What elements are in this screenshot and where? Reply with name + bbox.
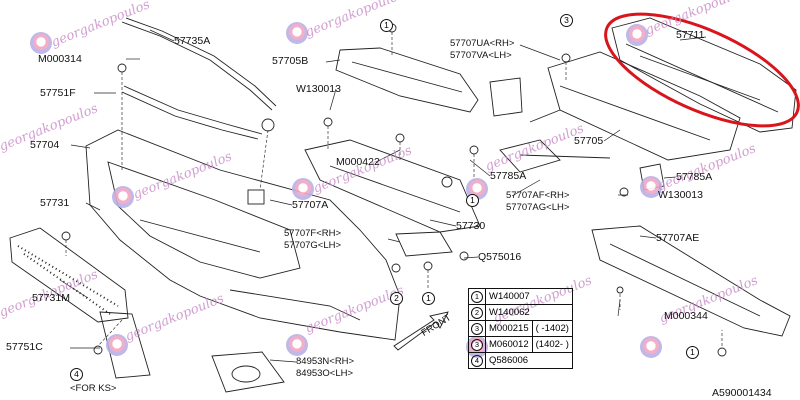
label-84953n: 84953N<RH> [296,356,355,367]
callout-4: 4 [70,368,83,381]
watermark-logo-icon [286,334,308,356]
legend-number-cell: 3 [468,320,486,337]
label-w130013-right: W130013 [658,189,703,201]
label-57707f: 57707F<RH> [284,228,342,239]
label-for-ks: <FOR KS> [70,383,117,394]
label-m000314: M000314 [38,53,82,65]
legend-number: 1 [471,290,483,303]
label-57785a-right: 57785A [676,171,713,183]
label-57707ae: 57707AE [656,232,700,244]
legend-part-number: M000215 [485,320,533,337]
watermark-logo-icon [640,176,662,198]
legend-part-number: W140062 [485,304,573,321]
label-84953o: 84953O<LH> [296,368,354,379]
watermark-logo-icon [286,22,308,44]
part-57705b [335,47,479,113]
part-57704-cover [85,129,401,341]
part-57785a-left [499,139,561,173]
legend-number-cell: 2 [468,304,486,321]
callout-1: 1 [466,194,479,207]
label-57751c: 57751C [6,341,43,353]
label-57711: 57711 [676,29,705,41]
watermark-logo-icon [106,334,128,356]
legend-number: 4 [471,354,483,367]
part-57707ae [591,225,791,337]
part-57707a [247,189,265,205]
part-57751c-plate [99,311,151,379]
legend-number: 3 [471,322,483,335]
label-57731m: 57731M [32,292,70,304]
callout-2: 2 [390,292,403,305]
legend-number: 3 [471,338,483,351]
callout-1: 1 [686,346,699,359]
label-diagram-code: A590001434 [712,387,772,399]
label-q575016: Q575016 [478,251,522,263]
legend-number-cell: 3 [468,336,486,353]
callout-1: 1 [422,292,435,305]
highlight-ring-57711 [604,12,800,128]
legend-date-range: (1402- ) [531,336,573,353]
watermark-logo-icon [30,32,52,54]
part-84953n [211,351,285,393]
label-57785a-left: 57785A [490,170,527,182]
label-57707g: 57707G<LH> [284,240,342,251]
label-m000344: M000344 [664,310,708,322]
legend-number-cell: 1 [468,288,486,305]
part-57731m-grille [9,227,129,323]
part-57735a-strip [121,21,273,111]
label-57705b: 57705B [272,55,309,67]
callout-1: 1 [380,19,393,32]
label-57707af: 57707AF<RH> [506,190,570,201]
legend-number-cell: 4 [468,352,486,369]
label-57751f: 57751F [40,87,76,99]
legend-part-number: W140007 [485,288,573,305]
label-57704: 57704 [30,139,60,151]
label-57707a: 57707A [292,199,329,211]
part-57730 [304,139,481,233]
label-57707ag: 57707AG<LH> [506,202,570,213]
label-57707ua: 57707UA<RH> [450,38,515,49]
watermark-logo-icon [112,186,134,208]
legend-part-number: Q586006 [485,352,573,369]
label-57707va: 57707VA<LH> [450,50,512,61]
label-57730: 57730 [456,220,486,232]
legend-number: 2 [471,306,483,319]
callout-3: 3 [560,14,573,27]
watermark-logo-icon [640,336,662,358]
label-57731: 57731 [40,197,70,209]
part-57707f [395,231,453,257]
label-w130013-top: W130013 [296,83,341,95]
part-57707ua [489,77,523,117]
watermark-logo-icon [292,178,314,200]
label-m000422: M000422 [336,156,380,168]
front-arrow [393,311,449,351]
part-57711-beam [611,17,797,133]
legend-date-range: ( -1402) [531,320,573,337]
legend-part-number: M060012 [485,336,533,353]
watermark-logo-icon [626,24,648,46]
label-57735a: 57735A [174,35,211,47]
label-57705: 57705 [574,135,604,147]
